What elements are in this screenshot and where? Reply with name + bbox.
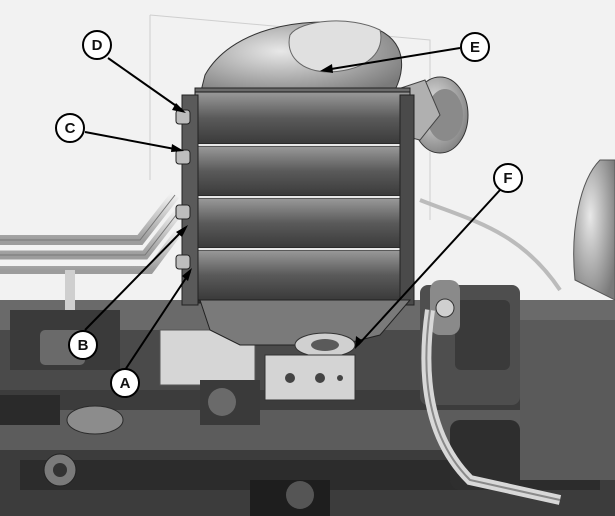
intercooler-core [181, 87, 415, 306]
callout-d: D [82, 30, 112, 60]
arrowhead-c [171, 144, 184, 152]
arrowhead-f [355, 336, 363, 349]
callout-c: C [55, 113, 85, 143]
right-air-duct [573, 159, 615, 301]
arrowhead-b [176, 225, 188, 237]
leader-line-c [84, 131, 181, 151]
leader-line-f [357, 189, 501, 346]
callout-a: A [110, 368, 140, 398]
tube-ends [175, 109, 191, 270]
callout-e-label: E [470, 39, 480, 56]
leader-line-e [324, 47, 461, 71]
leader-lines [84, 47, 501, 371]
leader-line-d [107, 57, 183, 111]
leader-arrowheads [171, 64, 363, 349]
reference-outline [149, 14, 431, 220]
callout-f-label: F [503, 170, 512, 187]
callout-e: E [460, 32, 490, 62]
mounting-plate [264, 354, 356, 401]
callout-c-label: C [65, 120, 76, 137]
intercooler-lower-outlet [199, 299, 412, 358]
arrowhead-a [182, 268, 192, 281]
arrowhead-d [172, 103, 186, 113]
leader-line-a [124, 271, 191, 371]
callout-f: F [493, 163, 523, 193]
callout-b-label: B [78, 337, 89, 354]
callout-a-label: A [120, 375, 131, 392]
callout-b: B [68, 330, 98, 360]
right-pipes [419, 198, 562, 505]
callout-d-label: D [92, 37, 103, 54]
leader-line-b [84, 227, 186, 331]
arrowhead-e [320, 64, 333, 73]
